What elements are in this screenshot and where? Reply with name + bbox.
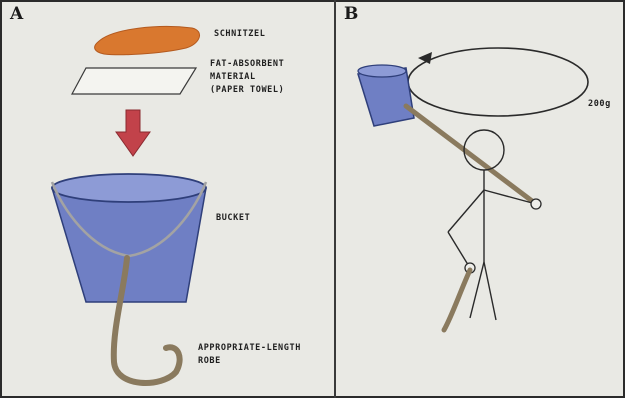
fat-absorbent-label: FAT-ABSORBENT MATERIAL (PAPER TOWEL) [210, 58, 284, 97]
raised-hand [531, 199, 541, 209]
panel-b-letter: B [344, 4, 358, 24]
swing-orbit [408, 48, 588, 116]
down-arrow-icon [116, 110, 150, 156]
rope-label: APPROPRIATE-LENGTH ROBE [198, 342, 301, 368]
bucket-label: BUCKET [216, 212, 250, 225]
swing-rope [406, 106, 536, 204]
schnitzel-label: SCHNITZEL [214, 28, 265, 41]
rope-tail [444, 270, 470, 330]
weight-label: 200g [588, 98, 611, 111]
bucket-body [52, 188, 206, 302]
paper-towel-shape [72, 68, 196, 94]
schnitzel-shape [95, 27, 200, 55]
panel-a-letter: A [10, 4, 23, 24]
bucket-rim [52, 174, 206, 202]
swung-bucket-rim [358, 65, 406, 77]
